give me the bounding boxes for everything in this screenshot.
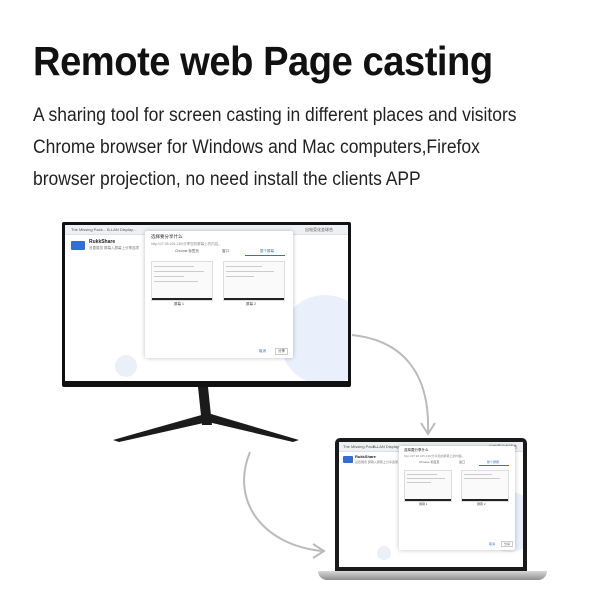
dialog-tab-window[interactable]: 窗口 [222,249,229,253]
screen-thumbnail-2[interactable] [223,261,285,301]
share-dialog: 选择要分享什么 http://47.98.105.136/分享您的屏幕上的内容。… [145,231,293,358]
laptop-screen-thumbnail-1[interactable] [404,470,452,502]
laptop-app-name: RukkShare [355,454,376,459]
app-subtitle: 设置展览 屏幕入屏幕上分享选项 [89,246,139,250]
active-tab-indicator [245,255,285,256]
laptop-screen: The Missing Pack... B-LAN Display... 出电竞… [339,442,523,567]
laptop-browser-tab-1[interactable]: The Missing Pack... [343,444,378,449]
browser-tab-3[interactable]: 出电竞化金球合 [305,227,333,232]
laptop-dialog-tab-entire-screen[interactable]: 整个屏幕 [487,460,500,464]
description: A sharing tool for screen casting in dif… [33,100,548,196]
laptop-thumbnail-caption-2: 屏幕 2 [477,502,486,506]
laptop-thumbnail-caption-1: 屏幕 1 [419,502,428,506]
desktop-monitor: The Missing Pack... B-LAN Display... 出电竞… [62,222,351,387]
arrow-back-to-laptop [243,451,323,552]
arrow-head-right-icon [312,543,326,559]
laptop-app-subtitle: 设置展览 屏幕入屏幕上分享选项 [355,460,398,464]
decorative-circle-small [115,355,137,377]
headline: Remote web Page casting [33,38,493,84]
laptop-browser-tab-2[interactable]: B-LAN Display... [373,444,403,449]
monitor-screen: The Missing Pack... B-LAN Display... 出电竞… [65,225,348,381]
browser-tab-2[interactable]: B-LAN Display... [107,227,137,232]
thumbnail-caption-2: 屏幕 2 [246,302,256,306]
laptop-decorative-circle-small [377,546,391,560]
description-line-3: browser projection, no need install the … [33,169,421,190]
laptop-active-tab-indicator [479,465,509,466]
dialog-tab-chrome[interactable]: Chrome 标签页 [175,249,199,253]
dialog-tab-entire-screen[interactable]: 整个屏幕 [260,249,274,253]
laptop-app-logo-icon [343,456,353,463]
laptop-dialog-title: 选择要分享什么 [404,448,429,452]
laptop-dialog-tab-window[interactable]: 窗口 [459,460,466,464]
arrow-monitor-to-laptop [351,334,430,433]
app-name: RukkShare [89,239,116,245]
laptop-dialog-tab-chrome[interactable]: Chrome 标签页 [419,460,440,464]
description-line-1: A sharing tool for screen casting in dif… [33,105,517,126]
arrow-head-down-icon [420,422,436,436]
laptop-cancel-button[interactable]: 取消 [489,542,496,546]
app-logo-icon [71,241,85,250]
dialog-subtitle: http://47.98.105.136/分享您的屏幕上的内容。 [151,242,222,246]
laptop-share-dialog: 选择要分享什么 http://47.98.105.136/分享您的屏幕上的内容。… [399,446,515,550]
laptop-share-button[interactable]: 分享 [501,541,514,547]
thumbnail-caption-1: 屏幕 1 [174,302,184,306]
dialog-title: 选择要分享什么 [151,234,183,239]
browser-tab-1[interactable]: The Missing Pack... [71,227,106,232]
screen-thumbnail-1[interactable] [151,261,213,301]
share-button[interactable]: 分享 [275,348,288,355]
cancel-button[interactable]: 取消 [259,349,266,353]
monitor-stand-base [113,414,299,442]
laptop-screen-thumbnail-2[interactable] [461,470,509,502]
laptop-dialog-subtitle: http://47.98.105.136/分享您的屏幕上的内容。 [404,454,465,458]
description-line-2: Chrome browser for Windows and Mac compu… [33,137,480,158]
laptop: The Missing Pack... B-LAN Display... 出电竞… [335,438,527,571]
laptop-base [318,571,547,580]
